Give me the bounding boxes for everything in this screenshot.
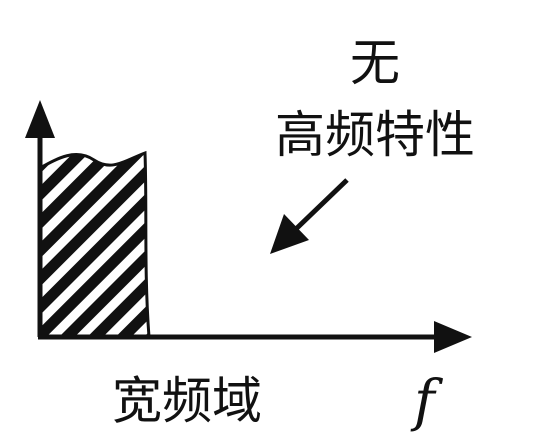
- annotation-arrowhead: [270, 214, 309, 254]
- x-axis-arrowhead: [434, 321, 472, 353]
- x-axis-variable-label: f: [410, 369, 444, 434]
- hatched-spectrum-block: [38, 150, 151, 339]
- annotation-line-2: 高频特性: [275, 106, 475, 164]
- y-axis-arrowhead: [25, 100, 55, 138]
- annotation-arrow-shaft: [295, 178, 349, 230]
- x-axis-region-label: 宽频域: [112, 372, 262, 430]
- annotation-line-1: 无: [350, 34, 400, 92]
